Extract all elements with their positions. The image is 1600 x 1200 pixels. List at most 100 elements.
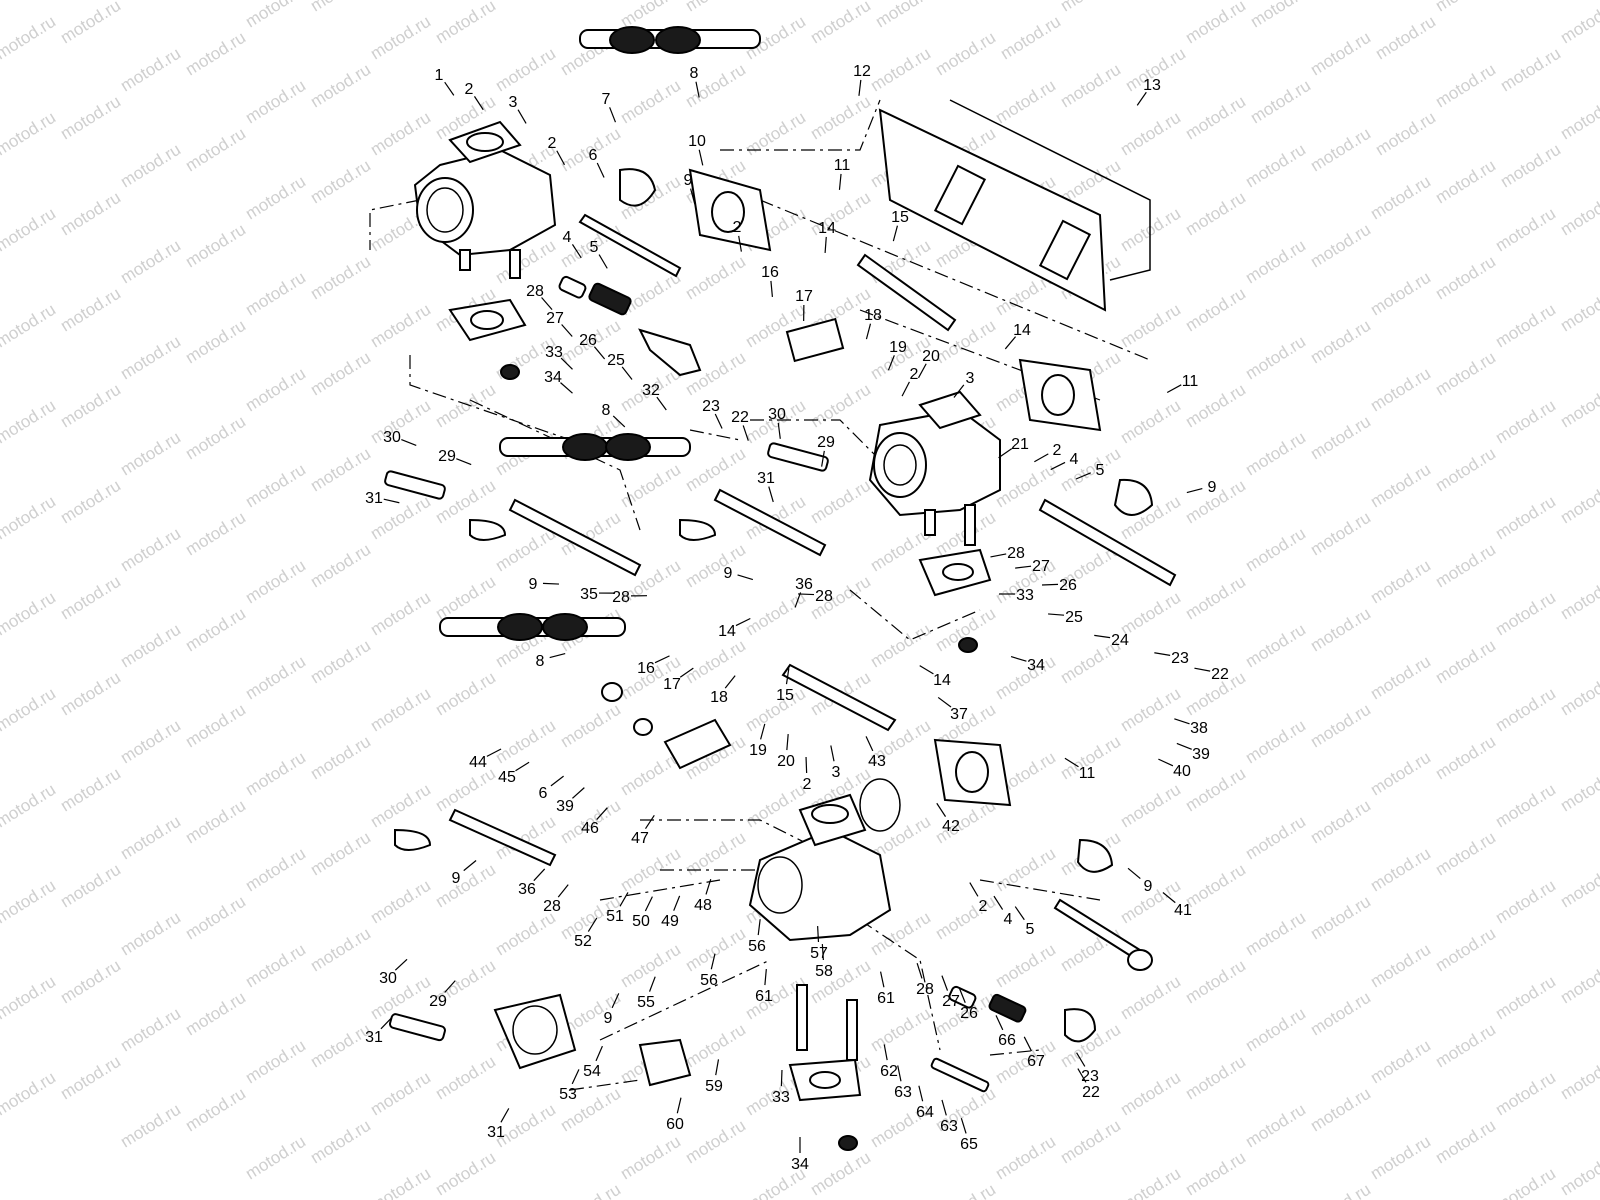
watermark-text: motod.ru bbox=[807, 0, 874, 47]
watermark-text: motod.ru bbox=[1492, 1068, 1559, 1120]
watermark-text: motod.ru bbox=[57, 284, 124, 336]
watermark-text: motod.ru bbox=[1307, 412, 1374, 464]
watermark-text: motod.ru bbox=[1182, 1052, 1249, 1104]
callout-number: 14 bbox=[933, 672, 951, 689]
watermark-text: motod.ru bbox=[682, 924, 749, 976]
callout-number: 40 bbox=[1173, 763, 1191, 780]
watermark-text: motod.ru bbox=[0, 588, 59, 640]
watermark-text: motod.ru bbox=[367, 1164, 434, 1200]
watermark-text: motod.ru bbox=[1367, 844, 1434, 896]
callout-number: 20 bbox=[922, 348, 940, 365]
callout-leader bbox=[821, 450, 825, 467]
callout-number: 28 bbox=[1007, 545, 1025, 562]
watermark-text: motod.ru bbox=[432, 668, 499, 720]
watermark-text: motod.ru bbox=[682, 444, 749, 496]
watermark-text: motod.ru bbox=[307, 924, 374, 976]
callout-leader bbox=[990, 553, 1007, 558]
watermark-text: motod.ru bbox=[1432, 636, 1499, 688]
callout-leader bbox=[561, 324, 573, 337]
watermark-text: motod.ru bbox=[1492, 684, 1559, 736]
callout-number: 4 bbox=[1004, 911, 1013, 928]
watermark-text: motod.ru bbox=[1557, 0, 1600, 47]
watermark-text: motod.ru bbox=[1242, 1100, 1309, 1152]
callout-number: 11 bbox=[1182, 373, 1199, 390]
callout-number: 14 bbox=[718, 623, 736, 640]
callout-leader bbox=[571, 1069, 580, 1085]
watermark-text: motod.ru bbox=[242, 172, 309, 224]
callout-leader bbox=[1004, 336, 1017, 350]
callout-leader bbox=[919, 665, 934, 675]
watermark-text: motod.ru bbox=[1117, 780, 1184, 832]
watermark-text: motod.ru bbox=[1492, 588, 1559, 640]
callout-number: 31 bbox=[487, 1124, 505, 1141]
callout-number: 2 bbox=[465, 81, 474, 98]
watermark-text: motod.ru bbox=[1557, 284, 1600, 336]
callout-number: 9 bbox=[529, 576, 538, 593]
watermark-text: motod.ru bbox=[932, 28, 999, 80]
watermark-text: motod.ru bbox=[1182, 0, 1249, 47]
callout-number: 29 bbox=[817, 434, 835, 451]
callout-number: 31 bbox=[365, 1029, 383, 1046]
watermark-text: motod.ru bbox=[992, 940, 1059, 992]
callout-number: 35 bbox=[580, 586, 598, 603]
callout-leader bbox=[550, 775, 564, 787]
choke-shaft-lower bbox=[394, 808, 557, 867]
callout-number: 2 bbox=[979, 898, 988, 915]
watermark-text: motod.ru bbox=[992, 1132, 1059, 1184]
idle-screw-spring-lower bbox=[948, 985, 1097, 1043]
watermark-text: motod.ru bbox=[1247, 0, 1314, 31]
adapter-plate-lower bbox=[859, 738, 1012, 832]
callout-leader bbox=[515, 761, 530, 772]
watermark-text: motod.ru bbox=[0, 684, 59, 736]
callout-leader bbox=[738, 235, 742, 252]
watermark-text: motod.ru bbox=[492, 908, 559, 960]
callout-leader bbox=[456, 458, 472, 466]
watermark-text: motod.ru bbox=[307, 156, 374, 208]
callout-leader bbox=[571, 244, 582, 259]
watermark-text: motod.ru bbox=[242, 268, 309, 320]
watermark-text: motod.ru bbox=[432, 860, 499, 912]
callout-number: 29 bbox=[438, 448, 456, 465]
watermark-text: motod.ru bbox=[992, 652, 1059, 704]
watermark-text: motod.ru bbox=[1182, 284, 1249, 336]
callout-number: 23 bbox=[1171, 650, 1189, 667]
callout-leader bbox=[760, 723, 766, 740]
watermark-text: motod.ru bbox=[1557, 956, 1600, 1008]
callout-leader bbox=[612, 415, 626, 428]
watermark-text: motod.ru bbox=[1367, 1132, 1434, 1184]
callout-number: 3 bbox=[832, 764, 841, 781]
watermark-text: motod.ru bbox=[1307, 1084, 1374, 1136]
watermark-text: motod.ru bbox=[367, 1068, 434, 1120]
callout-number: 6 bbox=[589, 147, 598, 164]
watermark-text: motod.ru bbox=[0, 780, 59, 832]
callout-leader bbox=[656, 396, 667, 411]
callout-leader bbox=[1186, 487, 1203, 494]
watermark-text: motod.ru bbox=[117, 1100, 184, 1152]
watermark-text: motod.ru bbox=[57, 956, 124, 1008]
callout-number: 13 bbox=[1143, 77, 1161, 94]
callout-number: 8 bbox=[536, 653, 545, 670]
sync-rod-lower bbox=[781, 663, 897, 732]
callout-leader bbox=[817, 926, 820, 943]
choke-shafts-middle bbox=[469, 488, 827, 577]
watermark-text: motod.ru bbox=[992, 76, 1059, 128]
watermark-text: motod.ru bbox=[432, 1052, 499, 1104]
watermark-text: motod.ru bbox=[1432, 156, 1499, 208]
callout-number: 9 bbox=[1144, 878, 1153, 895]
watermark-text: motod.ru bbox=[117, 236, 184, 288]
callout-leader bbox=[619, 892, 629, 907]
callout-leader bbox=[1050, 461, 1066, 471]
callout-number: 65 bbox=[960, 1136, 978, 1153]
callout-number: 56 bbox=[700, 972, 718, 989]
callout-leader bbox=[394, 958, 408, 971]
watermark-text: motod.ru bbox=[182, 1084, 249, 1136]
callout-number: 62 bbox=[880, 1063, 898, 1080]
mixture-screw-lower bbox=[930, 1057, 990, 1093]
callout-number: 55 bbox=[637, 994, 655, 1011]
watermark-text: motod.ru bbox=[242, 556, 309, 608]
sync-rod-upper bbox=[856, 253, 957, 332]
watermark-text: motod.ru bbox=[0, 204, 59, 256]
watermark-text: motod.ru bbox=[1307, 988, 1374, 1040]
gasket-lower bbox=[788, 1058, 862, 1151]
